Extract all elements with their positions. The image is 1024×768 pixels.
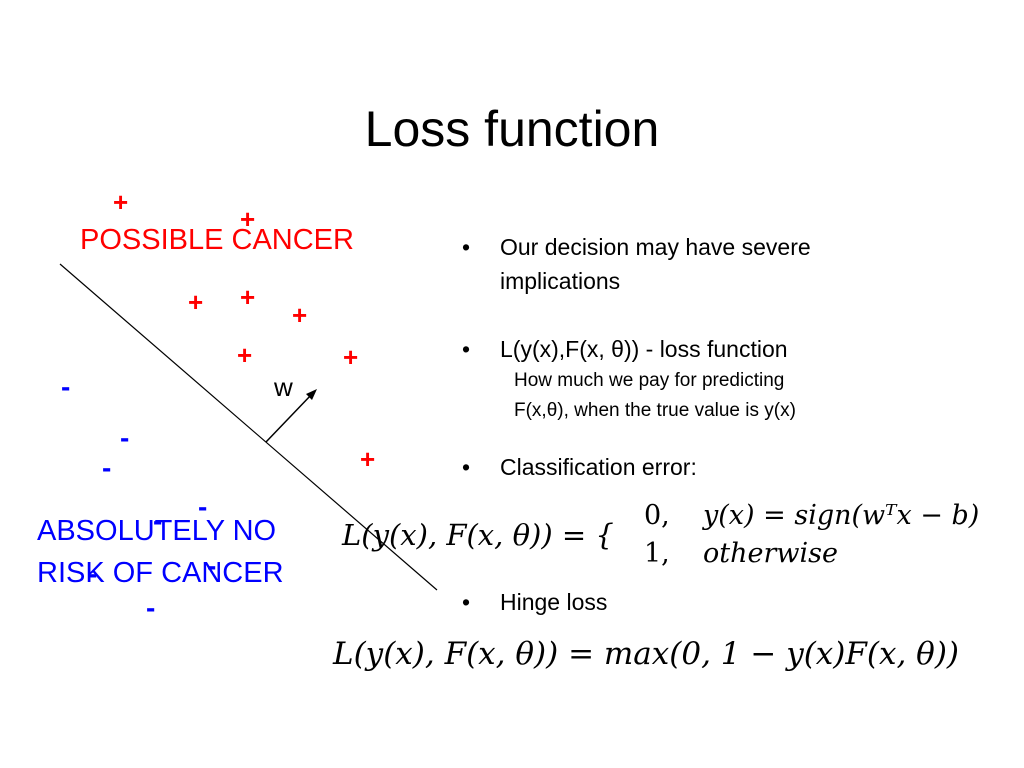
positive-example: + xyxy=(360,444,376,474)
w-vector-line xyxy=(265,393,313,443)
positive-example: + xyxy=(240,204,256,234)
possible-cancer-label: POSSIBLE CANCER xyxy=(80,224,354,256)
case1-value: 0, xyxy=(644,500,670,531)
bullet-text: Classification error: xyxy=(500,454,697,480)
positive-example: + xyxy=(113,187,129,217)
case1-condition: y(x) = sign(wᵀx − b) xyxy=(703,500,980,531)
slide-title: Loss function xyxy=(364,101,660,157)
bullet-item: • Our decision may have severe implicati… xyxy=(462,230,982,298)
hinge-loss-equation: L(y(x), F(x, θ)) = max(0, 1 − y(x)F(x, θ… xyxy=(333,636,960,672)
bullet-subtext: How much we pay for predicting xyxy=(514,370,785,391)
negative-example: - xyxy=(102,452,112,483)
bullet-marker: • xyxy=(462,589,471,615)
negative-example: - xyxy=(88,558,98,589)
case2-condition: otherwise xyxy=(703,538,838,569)
positive-example: + xyxy=(237,340,253,370)
bullet-list: • Our decision may have severe implicati… xyxy=(462,230,982,484)
positive-example: + xyxy=(188,287,204,317)
positive-example: + xyxy=(343,342,359,372)
bullet-marker: • xyxy=(462,454,471,480)
w-vector-label: w xyxy=(274,372,293,402)
bullet-text: implications xyxy=(500,268,621,294)
decision-boundary-line xyxy=(59,263,438,591)
negative-example: - xyxy=(153,505,163,536)
negative-example: - xyxy=(146,592,156,623)
no-risk-label-line2: RISK OF CANCER xyxy=(37,557,284,589)
bullet-item: • Hinge loss xyxy=(462,585,607,619)
bullet-marker: • xyxy=(462,336,471,362)
bullet-text: Our decision may have severe xyxy=(500,234,811,260)
bullet-marker: • xyxy=(462,234,471,260)
bullet-item: • L(y(x),F(x, θ)) - loss function xyxy=(462,332,982,366)
bullet-subtext: F(x,θ), when the true value is y(x) xyxy=(514,400,796,421)
no-risk-label-line1: ABSOLUTELY NO xyxy=(37,515,277,547)
bullet-text: Hinge loss xyxy=(500,589,608,615)
classification-error-equation-lhs: L(y(x), F(x, θ)) = { xyxy=(342,518,614,552)
case2-value: 1, xyxy=(644,538,670,569)
positive-example: + xyxy=(292,300,308,330)
negative-example: - xyxy=(198,491,208,522)
negative-example: - xyxy=(120,422,130,453)
positive-example: + xyxy=(240,282,256,312)
negative-example: - xyxy=(207,550,217,581)
w-vector-arrowhead xyxy=(306,389,317,400)
negative-example: - xyxy=(61,371,71,402)
bullet-item: • Classification error: xyxy=(462,450,982,484)
bullet-text: L(y(x),F(x, θ)) - loss function xyxy=(500,336,788,362)
